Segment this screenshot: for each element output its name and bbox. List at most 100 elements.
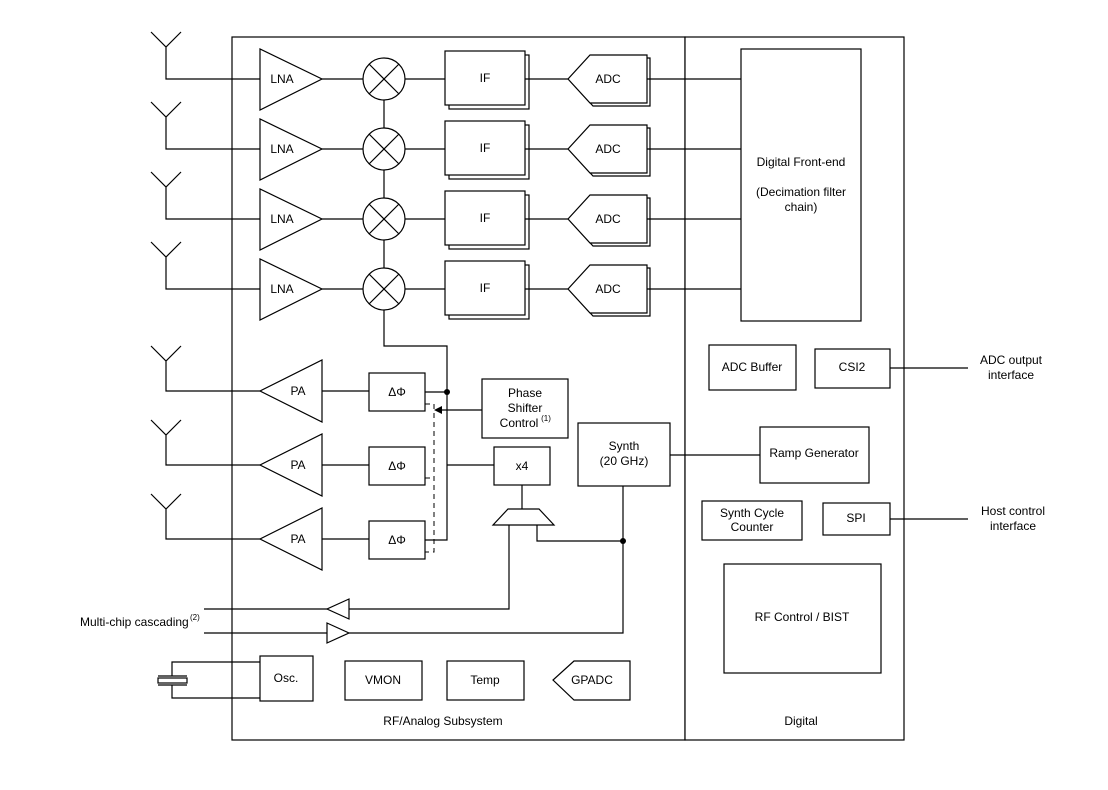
adc-buffer-block: [708, 344, 797, 391]
tx-chain-3: PA ΔΦ: [150, 493, 426, 571]
cascade-out-line: [349, 541, 624, 634]
digital-front-end-block: [740, 48, 862, 322]
dfe-title: Digital Front-end: [757, 155, 846, 169]
adc-label: ADC: [595, 72, 621, 86]
phase-shifter-block: [368, 520, 426, 560]
lo-distribution-line: [383, 310, 448, 541]
rf-analog-subsystem-label: RF/Analog Subsystem: [383, 714, 502, 728]
tx-chain-1: PA ΔΦ: [150, 345, 426, 423]
phase-shifter-note: (1): [541, 414, 551, 423]
phase-shifter-block: [368, 446, 426, 486]
gpadc-label: GPADC: [571, 673, 613, 687]
tx-chain-2: PA ΔΦ: [150, 419, 426, 497]
synth-cycle-counter-block: [701, 500, 803, 541]
synth-cycle-label-2: Counter: [731, 520, 774, 534]
temp-block: [446, 660, 525, 701]
rf-control-label: RF Control / BIST: [755, 610, 850, 624]
cascade-in-line: [349, 525, 510, 610]
adc-output-label-1: ADC output: [980, 353, 1043, 367]
if-block: [444, 50, 526, 106]
if-label: IF: [480, 141, 491, 155]
if-block: [444, 190, 526, 246]
lna-amplifier: [259, 118, 324, 181]
adc-block: [567, 194, 648, 244]
rx-chain-3: LNA IF ADC: [150, 171, 741, 251]
spi-block: [822, 502, 891, 536]
phase-shifter-block: [368, 372, 426, 412]
phase-shifter-label-3: Control: [500, 416, 539, 430]
x4-multiplier-block: [493, 446, 551, 486]
dfe-subtitle-1: (Decimation filter: [756, 185, 846, 199]
osc-label: Osc.: [274, 671, 299, 685]
rx-antenna-icon: [150, 101, 260, 150]
phase-control-bus: [425, 403, 435, 553]
phase-shifter-label-2: Shifter: [508, 401, 543, 415]
rx-chain-4: LNA IF ADC: [150, 241, 741, 321]
ramp-generator-label: Ramp Generator: [769, 446, 858, 460]
lna-label: LNA: [270, 212, 293, 226]
csi2-block: [814, 348, 891, 389]
tx-antenna-icon: [150, 345, 260, 392]
rx-antenna-icon: [150, 31, 260, 80]
synth-cycle-label-1: Synth Cycle: [720, 506, 784, 520]
spi-label: SPI: [846, 511, 865, 525]
digital-label: Digital: [784, 714, 817, 728]
rx-chain-2: LNA IF ADC: [150, 101, 741, 181]
pa-label: PA: [290, 458, 305, 472]
tx-antenna-icon: [150, 419, 260, 466]
multichip-cascading-label: Multi-chip cascading: [80, 615, 189, 629]
adc-label: ADC: [595, 212, 621, 226]
phase-shifter-label-1: Phase: [508, 386, 542, 400]
lna-label: LNA: [270, 72, 293, 86]
phase-shifter-label: ΔΦ: [388, 385, 406, 399]
adc-block: [567, 54, 648, 104]
if-label: IF: [480, 281, 491, 295]
if-label: IF: [480, 211, 491, 225]
synth-feed-line: [536, 486, 624, 542]
vmon-block: [344, 660, 423, 701]
adc-output-label-2: interface: [988, 368, 1034, 382]
crystal-icon: [157, 661, 260, 699]
oscillator-block: [259, 655, 314, 702]
multichip-note: (2): [190, 613, 200, 622]
multiplexer-icon: [491, 508, 556, 526]
lna-label: LNA: [270, 282, 293, 296]
adc-block: [567, 124, 648, 174]
synth-block: [577, 422, 671, 487]
csi2-label: CSI2: [839, 360, 866, 374]
pa-label: PA: [290, 532, 305, 546]
tx-antenna-icon: [150, 493, 260, 540]
rx-antenna-icon: [150, 241, 260, 290]
pa-label: PA: [290, 384, 305, 398]
if-block: [444, 120, 526, 176]
lna-amplifier: [259, 188, 324, 251]
rx-antenna-icon: [150, 171, 260, 220]
arrow-left-icon: [434, 406, 442, 414]
lna-amplifier: [259, 48, 324, 111]
lna-amplifier: [259, 258, 324, 321]
lna-label: LNA: [270, 142, 293, 156]
vmon-label: VMON: [365, 673, 401, 687]
synth-label-1: Synth: [609, 439, 640, 453]
rx-chain-1: LNA IF ADC: [150, 31, 741, 111]
phase-shifter-control-block: [481, 378, 569, 439]
adc-label: ADC: [595, 142, 621, 156]
gpadc-block: [552, 660, 631, 701]
adc-buffer-label: ADC Buffer: [722, 360, 782, 374]
if-label: IF: [480, 71, 491, 85]
host-control-label-2: interface: [990, 519, 1036, 533]
ramp-generator-block: [759, 426, 870, 484]
rf-control-bist-block: [723, 563, 882, 674]
phase-shifter-label: ΔΦ: [388, 459, 406, 473]
temp-label: Temp: [470, 673, 500, 687]
phase-shifter-label: ΔΦ: [388, 533, 406, 547]
if-block: [444, 260, 526, 316]
dfe-subtitle-2: chain): [785, 200, 818, 214]
adc-block: [567, 264, 648, 314]
cascade-input-buffer: [325, 598, 350, 620]
adc-label: ADC: [595, 282, 621, 296]
synth-label-2: (20 GHz): [600, 454, 649, 468]
host-control-label-1: Host control: [981, 504, 1045, 518]
